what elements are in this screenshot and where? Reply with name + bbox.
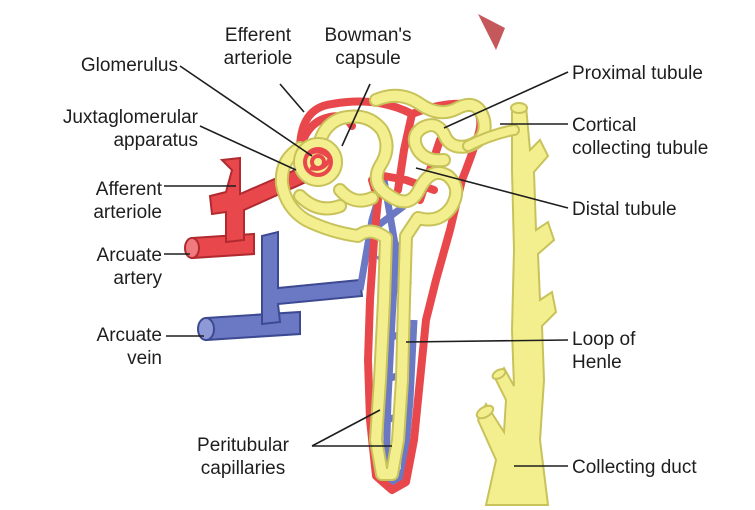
label-line: apparatus <box>6 129 198 152</box>
label-line: Glomerulus <box>30 54 178 77</box>
label-line: capsule <box>318 47 418 70</box>
label-collecting-duct: Collecting duct <box>572 456 697 479</box>
label-line: Bowman's <box>318 24 418 47</box>
label-cortical-collecting-tubule: Cortical collecting tubule <box>572 114 708 160</box>
label-arcuate-artery: Arcuate artery <box>40 244 162 290</box>
label-line: arteriole <box>40 201 162 224</box>
label-line: Loop of <box>572 328 635 351</box>
label-distal-tubule: Distal tubule <box>572 198 677 221</box>
label-peritubular-capillaries: Peritubular capillaries <box>176 434 310 480</box>
label-arcuate-vein: Arcuate vein <box>40 324 162 370</box>
label-line: Distal tubule <box>572 198 677 221</box>
label-line: Afferent <box>40 178 162 201</box>
label-bowmans-capsule: Bowman's capsule <box>318 24 418 70</box>
leader-loop-of-henle <box>406 340 568 342</box>
label-line: Arcuate <box>40 244 162 267</box>
label-juxtaglomerular-apparatus: Juxtaglomerular apparatus <box>6 106 198 152</box>
label-line: Cortical <box>572 114 708 137</box>
label-line: Peritubular <box>176 434 310 457</box>
label-line: Henle <box>572 351 635 374</box>
leader-efferent-arteriole <box>280 84 304 112</box>
label-line: artery <box>40 267 162 290</box>
label-loop-of-henle: Loop of Henle <box>572 328 635 374</box>
label-line: arteriole <box>212 47 304 70</box>
label-line: vein <box>40 347 162 370</box>
label-line: Collecting duct <box>572 456 697 479</box>
label-line: Juxtaglomerular <box>6 106 198 129</box>
label-efferent-arteriole: Efferent arteriole <box>212 24 304 70</box>
bowmans-capsule <box>294 138 342 186</box>
label-line: collecting tubule <box>572 137 708 160</box>
label-line: capillaries <box>176 457 310 480</box>
label-line: Proximal tubule <box>572 62 703 85</box>
label-proximal-tubule: Proximal tubule <box>572 62 703 85</box>
leader-juxtaglomerular <box>200 126 296 170</box>
label-afferent-arteriole: Afferent arteriole <box>40 178 162 224</box>
label-line: Arcuate <box>40 324 162 347</box>
direction-arrow-icon <box>478 14 505 50</box>
collecting-duct <box>475 103 556 505</box>
label-glomerulus: Glomerulus <box>30 54 178 77</box>
leader-distal-tubule <box>416 168 568 208</box>
leader-glomerulus <box>180 66 312 156</box>
label-line: Efferent <box>212 24 304 47</box>
